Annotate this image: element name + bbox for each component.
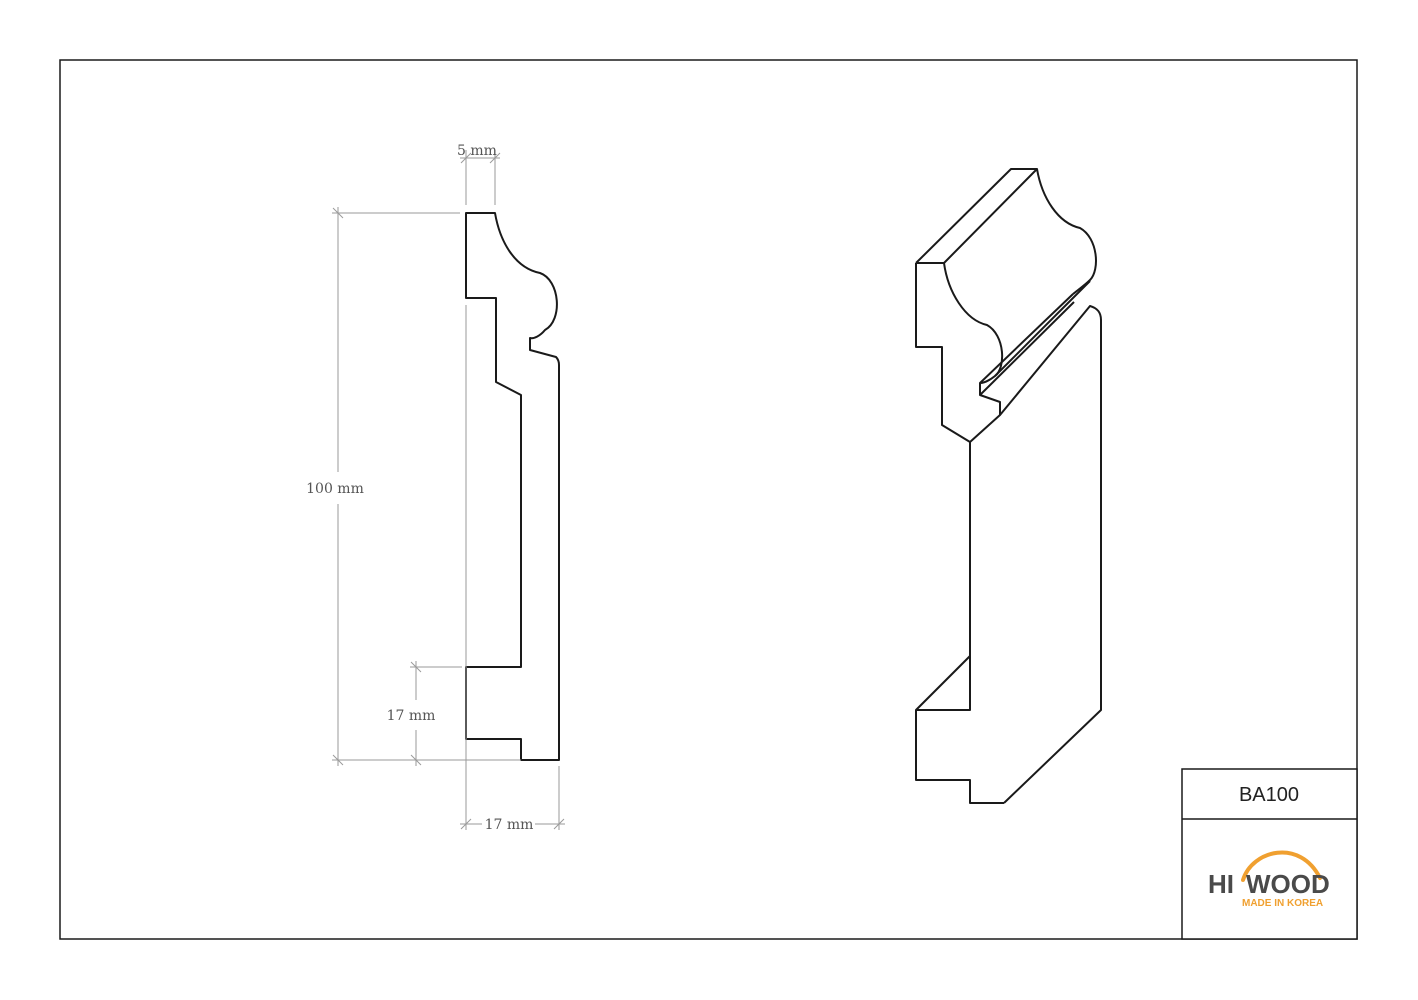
iso-right-face [999,305,1102,804]
iso-groove-edge-top [915,655,971,711]
iso-top-moulding [1036,168,1097,295]
logo-arc [1241,850,1322,882]
dim-17mm-v-tick-bottom [410,754,422,766]
dim-5mm-label: 5 mm [457,143,497,159]
brand-logo: HI WOOD MADE IN KOREA [1208,850,1330,909]
logo-tagline: MADE IN KOREA [1242,898,1323,909]
dim-17mm-v-tick-top [410,661,422,673]
product-code: BA100 [1239,784,1299,806]
dim-100mm-tick-bottom [332,754,344,766]
iso-ridge-edge-1 [994,280,1091,377]
isometric-view [915,168,1102,804]
iso-ridge-edge-2 [979,293,1074,384]
profile-section [465,212,560,761]
dimension-lines [332,150,565,830]
iso-front-profile [915,262,1004,804]
dim-100mm-tick-top [332,207,344,219]
profile-outline [465,212,560,761]
logo-brand-right: WOOD [1246,869,1330,899]
iso-ridge-edge-3 [979,301,1075,396]
dim-17mm-h-tick-right [553,818,565,830]
dim-17mm-horizontal-label: 17 mm [485,817,534,833]
dim-5mm-tick-left [460,152,472,164]
dim-5mm-tick-right [489,152,501,164]
logo-brand-left: HI [1208,869,1234,899]
dim-17mm-h-tick-left [460,818,472,830]
dim-17mm-vertical-label: 17 mm [387,708,436,724]
dim-100mm-label: 100 mm [306,481,364,497]
iso-back-notches [915,263,971,443]
drawing-frame [59,59,1358,940]
iso-top-face [915,168,1038,264]
